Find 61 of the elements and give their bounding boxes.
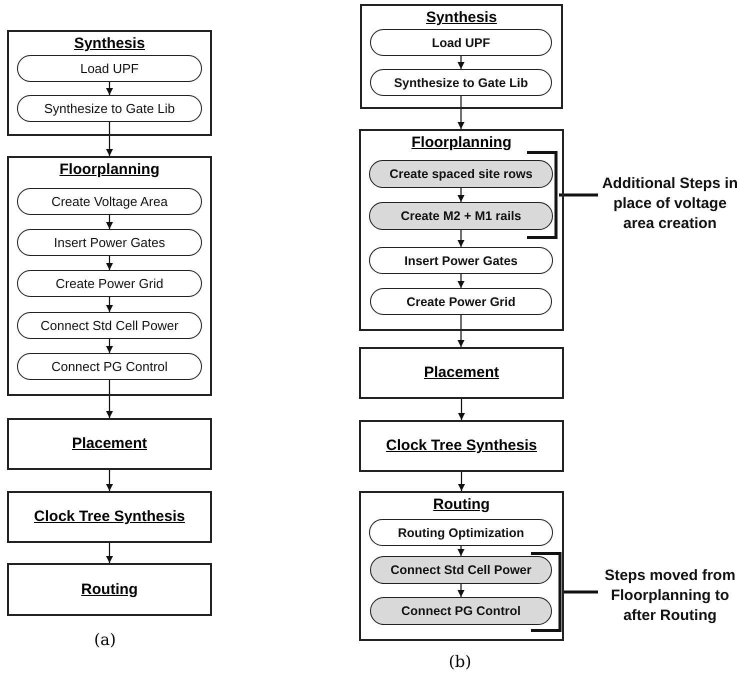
step-pill: Connect PG Control <box>370 597 552 625</box>
arrow <box>106 215 113 229</box>
step-pill: Load UPF <box>17 55 202 82</box>
step-pill: Create spaced site rows <box>369 160 553 188</box>
stage-box <box>360 4 563 109</box>
step-pill: Routing Optimization <box>369 519 553 546</box>
stage-title: Placement <box>72 435 148 453</box>
step-pill: Create Voltage Area <box>17 188 202 215</box>
panel-label: (a) <box>92 630 118 649</box>
step-pill: Connect Std Cell Power <box>17 312 202 339</box>
step-pill: Create Power Grid <box>370 288 552 315</box>
stage-title: Synthesis <box>426 9 497 27</box>
arrow <box>106 470 113 491</box>
arrow <box>106 122 113 156</box>
stage-title: Routing <box>433 496 490 514</box>
step-pill: Create Power Grid <box>17 270 202 297</box>
stage-box <box>7 491 212 543</box>
stage-box <box>359 420 564 472</box>
arrow <box>458 399 465 420</box>
arrow <box>458 274 464 288</box>
arrow <box>106 339 113 353</box>
arrow <box>458 472 465 491</box>
stage-title: Placement <box>424 364 500 382</box>
arrow <box>458 584 464 597</box>
arrow <box>458 546 464 556</box>
step-pill: Connect Std Cell Power <box>370 556 552 584</box>
stage-box <box>7 30 212 136</box>
arrow <box>106 82 113 95</box>
stage-title: Floorplanning <box>60 161 160 179</box>
stage-box <box>7 418 212 470</box>
stage-title: Clock Tree Synthesis <box>34 508 185 526</box>
arrow <box>458 96 464 129</box>
stage-box <box>7 563 212 616</box>
step-pill: Create M2 + M1 rails <box>369 202 553 230</box>
step-pill: Synthesize to Gate Lib <box>370 69 552 96</box>
arrow <box>458 56 464 69</box>
arrow <box>106 543 113 563</box>
stage-box <box>359 129 564 331</box>
stage-box <box>359 491 564 641</box>
leader-line <box>563 590 598 594</box>
step-pill: Insert Power Gates <box>369 247 553 274</box>
stage-title: Synthesis <box>74 35 145 53</box>
arrow <box>458 315 464 347</box>
step-pill: Connect PG Control <box>17 353 202 380</box>
step-pill: Insert Power Gates <box>17 229 202 256</box>
arrow <box>106 380 113 418</box>
annotation-note: Steps moved from Floorplanning to after Routing <box>598 555 742 637</box>
arrow <box>106 297 113 312</box>
stage-title: Floorplanning <box>412 134 512 152</box>
step-pill: Load UPF <box>370 29 552 56</box>
arrow <box>458 188 464 202</box>
panel-label: (b) <box>448 652 472 671</box>
stage-box <box>359 347 564 399</box>
stage-title: Clock Tree Synthesis <box>386 437 537 455</box>
arrow <box>106 256 113 270</box>
step-pill: Synthesize to Gate Lib <box>17 95 202 122</box>
leader-line <box>559 194 598 196</box>
arrow <box>458 230 464 247</box>
annotation-note: Additional Steps in place of voltage area creation <box>598 163 742 245</box>
stage-box <box>7 156 212 396</box>
stage-title: Routing <box>81 580 138 598</box>
